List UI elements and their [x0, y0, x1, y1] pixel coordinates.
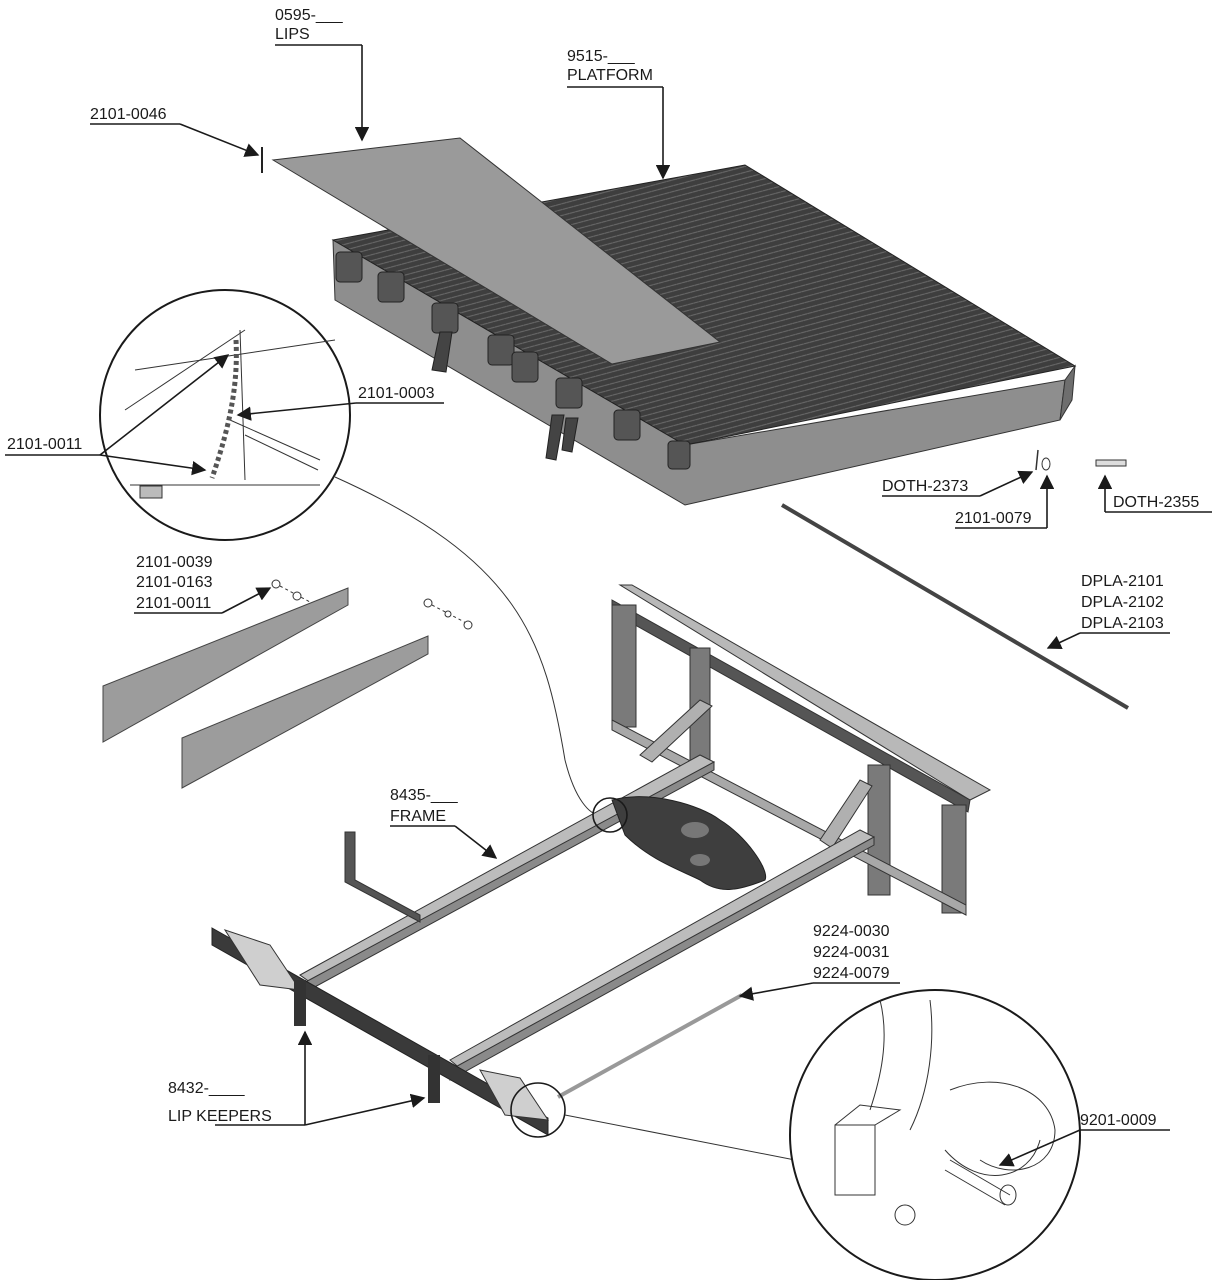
rod-9224: [557, 993, 743, 1099]
callout-labels: 0595-___ LIPS 9515-___ PLATFORM 2101-004…: [7, 7, 1199, 1129]
detail-connector-1: [334, 476, 601, 816]
hinge-knuckles: [335, 251, 691, 470]
chain-2101-0003: [209, 339, 239, 479]
lip-keeper-tab-2: [428, 1055, 440, 1103]
lift-plate: [611, 796, 767, 890]
lip-keeper-tab-1: [294, 980, 306, 1026]
label-rod-b: 9224-0031: [813, 944, 890, 961]
part-doth-2355: [1095, 459, 1127, 467]
label-platform-name: PLATFORM: [567, 67, 653, 84]
label-lips-name: LIPS: [275, 26, 310, 43]
label-keepers-number: 8432-____: [168, 1080, 246, 1097]
label-keepers-name: LIP KEEPERS: [168, 1108, 272, 1125]
label-2101-0003: 2101-0003: [358, 385, 435, 402]
pin-detail-circle: [789, 989, 1081, 1280]
leader-lines: [5, 44, 1212, 1167]
lip-lugs: [431, 331, 579, 461]
label-hardware-c: 2101-0011: [136, 595, 211, 612]
label-lips-number: 0595-___: [275, 7, 344, 24]
platform-end-skirt: [1059, 364, 1076, 421]
keeper-hardware: [271, 579, 473, 630]
label-dpla-c: DPLA-2103: [1081, 615, 1164, 632]
lip-plate: [271, 137, 722, 365]
label-9201-0009: 9201-0009: [1080, 1112, 1157, 1129]
frame-assembly: [211, 584, 992, 1138]
label-frame-name: FRAME: [390, 808, 446, 825]
hardware-doth-2373: [1035, 449, 1051, 471]
label-doth-2355: DOTH-2355: [1113, 494, 1199, 511]
rod-dpla: [780, 503, 1130, 710]
detail-connector-2: [564, 1114, 796, 1161]
label-2101-0079: 2101-0079: [955, 510, 1032, 527]
lip-keeper-plate-2: [181, 635, 429, 789]
label-hardware-b: 2101-0163: [136, 574, 213, 591]
label-dpla-b: DPLA-2102: [1081, 594, 1164, 611]
lip-keeper-plate-1: [102, 587, 349, 743]
label-2101-0011-chain: 2101-0011: [7, 436, 82, 453]
label-rod-c: 9224-0079: [813, 965, 890, 982]
label-dpla-a: DPLA-2101: [1081, 573, 1164, 590]
label-platform-number: 9515-___: [567, 48, 636, 65]
label-hardware-a: 2101-0039: [136, 554, 213, 571]
chain-detail-circle: [99, 289, 351, 541]
label-rod-a: 9224-0030: [813, 923, 890, 940]
label-doth-2373: DOTH-2373: [882, 478, 968, 495]
label-frame-number: 8435-___: [390, 787, 459, 804]
label-2101-0046: 2101-0046: [90, 106, 167, 123]
